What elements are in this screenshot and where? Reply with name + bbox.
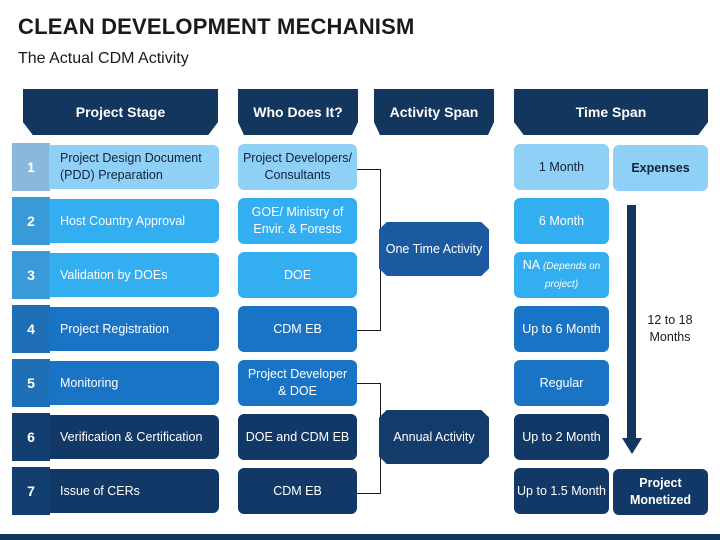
stage-row: 7 Issue of CERs CDM EB Up to 1.5 Month bbox=[0, 467, 720, 515]
time-span: Up to 6 Month bbox=[514, 306, 609, 352]
time-span: 1 Month bbox=[514, 144, 609, 190]
stage-label: Project Registration bbox=[49, 307, 219, 351]
time-span: 6 Month bbox=[514, 198, 609, 244]
responsible-party: Project Developer & DOE bbox=[238, 360, 357, 406]
expenses-label: Expenses bbox=[613, 145, 708, 191]
responsible-party: Project Developers/ Consultants bbox=[238, 144, 357, 190]
stage-label: Monitoring bbox=[49, 361, 219, 405]
stage-row: 5 Monitoring Project Developer & DOE Reg… bbox=[0, 359, 720, 407]
activity-annual: Annual Activity bbox=[379, 410, 489, 464]
stage-label: Host Country Approval bbox=[49, 199, 219, 243]
header-time-span: Time Span bbox=[514, 89, 708, 135]
stage-number: 5 bbox=[12, 359, 50, 407]
bottom-accent-bar bbox=[0, 534, 720, 540]
stage-row: 4 Project Registration CDM EB Up to 6 Mo… bbox=[0, 305, 720, 353]
stage-number: 1 bbox=[12, 143, 50, 191]
stage-row: 3 Validation by DOEs DOE NA (Depends on … bbox=[0, 251, 720, 299]
one-time-bracket bbox=[357, 169, 381, 331]
stage-label: Issue of CERs bbox=[49, 469, 219, 513]
stage-number: 2 bbox=[12, 197, 50, 245]
time-span: Up to 2 Month bbox=[514, 414, 609, 460]
stage-label: Validation by DOEs bbox=[49, 253, 219, 297]
time-span: NA (Depends on project) bbox=[514, 252, 609, 298]
responsible-party: DOE bbox=[238, 252, 357, 298]
stage-row: 6 Verification & Certification DOE and C… bbox=[0, 413, 720, 461]
responsible-party: GOE/ Ministry of Envir. & Forests bbox=[238, 198, 357, 244]
stage-label: Project Design Document (PDD) Preparatio… bbox=[49, 145, 219, 189]
responsible-party: DOE and CDM EB bbox=[238, 414, 357, 460]
project-monetized-label: Project Monetized bbox=[613, 469, 708, 515]
stage-row: 1 Project Design Document (PDD) Preparat… bbox=[0, 143, 720, 191]
stage-number: 6 bbox=[12, 413, 50, 461]
stage-number: 7 bbox=[12, 467, 50, 515]
responsible-party: CDM EB bbox=[238, 306, 357, 352]
stage-number: 3 bbox=[12, 251, 50, 299]
arrow-down-icon bbox=[622, 438, 642, 454]
page-title: CLEAN DEVELOPMENT MECHANISM bbox=[18, 14, 415, 39]
annual-bracket bbox=[357, 383, 381, 494]
time-span: Up to 1.5 Month bbox=[514, 468, 609, 514]
duration-label: 12 to 18 Months bbox=[647, 313, 693, 344]
stage-label: Verification & Certification bbox=[49, 415, 219, 459]
time-span: Regular bbox=[514, 360, 609, 406]
page-subtitle: The Actual CDM Activity bbox=[18, 50, 189, 67]
header-project-stage: Project Stage bbox=[23, 89, 218, 135]
duration-arrow-shaft bbox=[627, 205, 636, 441]
stage-number: 4 bbox=[12, 305, 50, 353]
responsible-party: CDM EB bbox=[238, 468, 357, 514]
time-span-value: NA bbox=[522, 258, 540, 272]
header-activity-span: Activity Span bbox=[374, 89, 494, 135]
header-who-does-it: Who Does It? bbox=[238, 89, 358, 135]
activity-one-time: One Time Activity bbox=[379, 222, 489, 276]
stage-row: 2 Host Country Approval GOE/ Ministry of… bbox=[0, 197, 720, 245]
time-span-note: (Depends on project) bbox=[542, 261, 601, 290]
